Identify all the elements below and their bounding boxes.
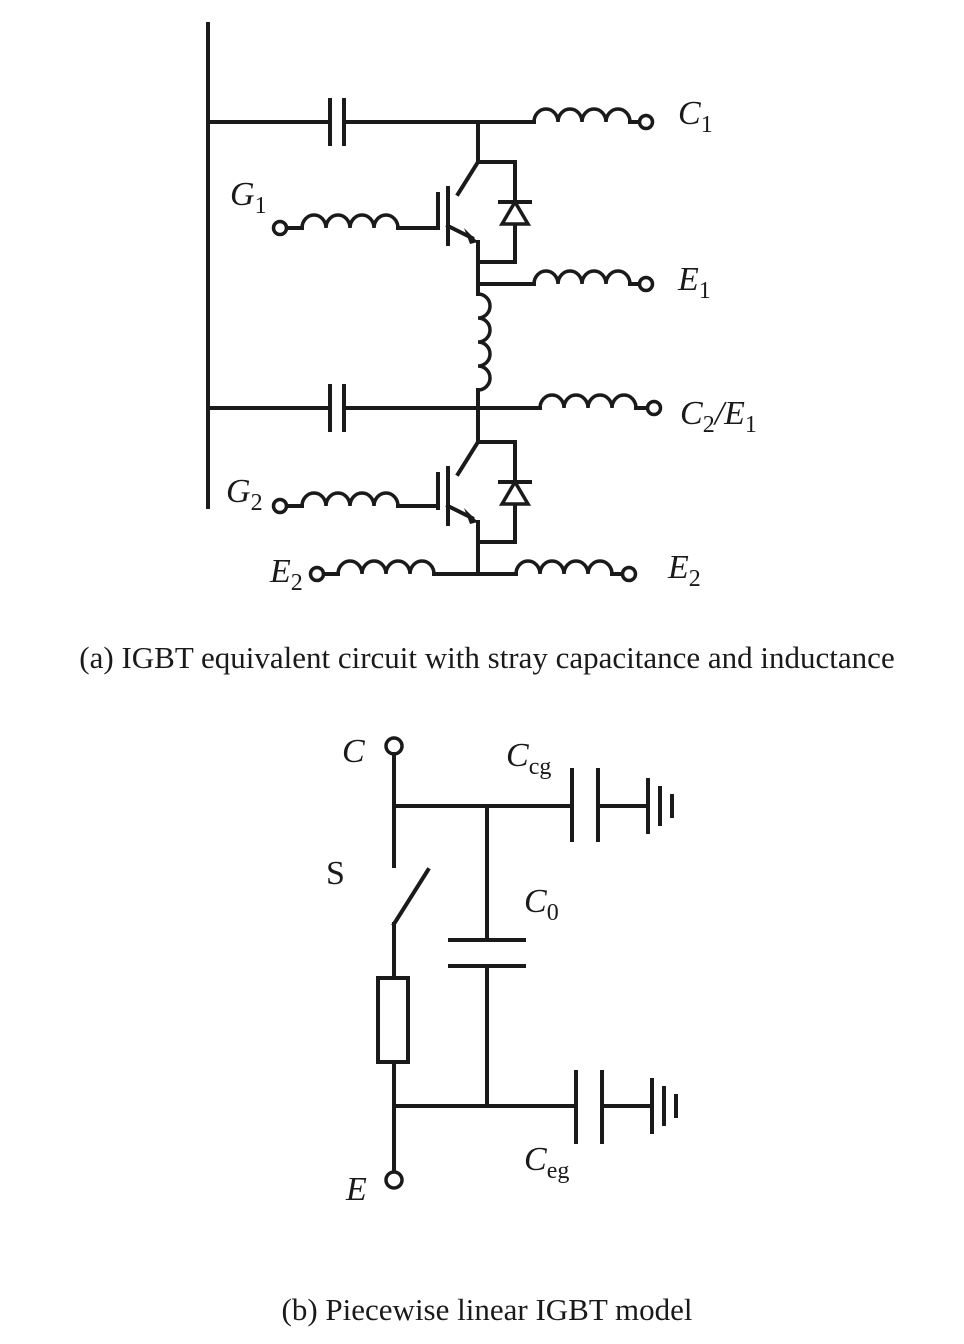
inductor-series — [476, 282, 492, 410]
label-c0: C0 — [524, 883, 559, 926]
stray-capacitor-top — [206, 98, 480, 146]
inductor-e2-right — [476, 559, 624, 576]
ground-bottom-icon — [650, 1078, 678, 1134]
capacitor-ceg — [574, 1070, 654, 1144]
label-e1: E1 — [677, 261, 711, 304]
capacitor-ccg — [570, 768, 650, 842]
igbt-upper — [436, 120, 517, 286]
emitter-arrow-icon — [464, 508, 478, 524]
inductor-e2-left — [322, 559, 480, 576]
label-c2e1: C2/E1 — [680, 395, 757, 438]
label-c: C — [342, 733, 365, 770]
piecewise-linear-model: C Ccg S C0 — [326, 733, 678, 1208]
inductor-g2 — [285, 491, 440, 508]
inductor-c1 — [476, 107, 641, 124]
label-g1: G1 — [230, 176, 267, 219]
diode-lower-icon — [498, 478, 532, 506]
terminal-e — [384, 1170, 404, 1190]
terminal-g2 — [271, 497, 289, 515]
igbt-equivalent-circuit: C1 G1 — [206, 22, 757, 596]
terminal-e2-left — [308, 565, 326, 583]
terminal-g1 — [271, 219, 289, 237]
terminal-c1 — [637, 113, 655, 131]
capacitor-c0 — [448, 804, 526, 1108]
terminal-e1 — [637, 275, 655, 293]
inductor-g1 — [285, 213, 440, 230]
diode-upper-icon — [498, 198, 532, 226]
emitter-arrow-icon — [464, 228, 478, 244]
label-e2-right: E2 — [667, 549, 701, 592]
terminal-e2-right — [620, 565, 638, 583]
label-e: E — [345, 1171, 367, 1208]
igbt-lower — [436, 406, 517, 576]
label-c1: C1 — [678, 95, 713, 138]
caption-b: (b) Piecewise linear IGBT model — [282, 1292, 693, 1327]
inductor-e1 — [476, 269, 641, 286]
label-ceg: Ceg — [524, 1141, 569, 1184]
switch-s — [391, 867, 431, 980]
caption-a: (a) IGBT equivalent circuit with stray c… — [79, 640, 894, 675]
label-g2: G2 — [226, 473, 263, 516]
terminal-c2e1 — [645, 399, 663, 417]
label-ccg: Ccg — [506, 737, 551, 780]
inductor-c2e1 — [476, 393, 649, 410]
label-e2-left: E2 — [269, 553, 303, 596]
terminal-c — [384, 736, 404, 756]
stray-capacitor-bottom — [206, 384, 480, 432]
resistor — [376, 976, 410, 1064]
label-s: S — [326, 855, 345, 892]
ground-top-icon — [646, 778, 674, 834]
